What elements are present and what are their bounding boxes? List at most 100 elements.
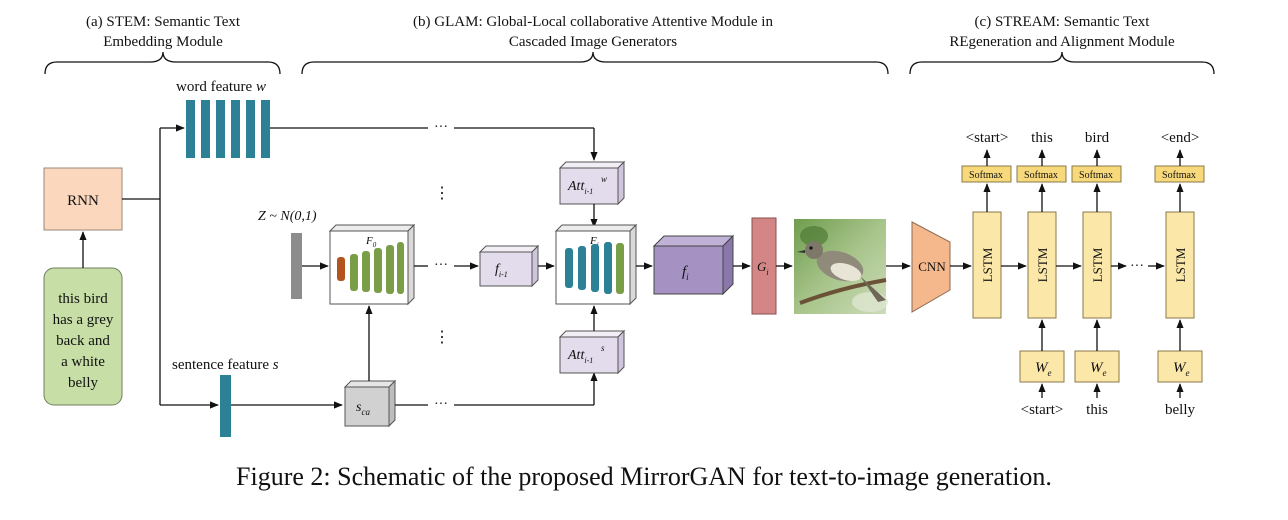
we-box — [1157, 350, 1203, 383]
ellipsis-lstm: ··· — [1130, 259, 1144, 274]
fi-block: Fi — [554, 223, 638, 306]
fi-bar — [578, 246, 586, 290]
rnn-label: RNN — [67, 193, 99, 209]
word-feature-bar — [201, 100, 210, 158]
gi-block: Gi — [751, 217, 777, 315]
word-feature-bar — [216, 100, 225, 158]
input-text-line3: back and — [56, 333, 110, 349]
ellipsis-sca-line: ··· — [434, 397, 448, 412]
softmax-label: Softmax — [969, 170, 1003, 181]
vdots-upper: ⋮ — [434, 185, 450, 202]
we-label: We — [1090, 360, 1107, 378]
word-feature-bar — [186, 100, 195, 158]
lstm-label: LSTM — [980, 247, 995, 282]
cnn-block — [911, 221, 951, 313]
f0-bar — [337, 257, 345, 281]
f0-block: F0 — [328, 223, 416, 306]
sca-block: sca — [343, 379, 397, 428]
header-glam: (b) GLAM: Global-Local collaborative Att… — [301, 14, 889, 75]
lstm-cell — [1165, 211, 1195, 319]
fi-bar — [616, 243, 624, 294]
header-glam-line2: Cascaded Image Generators — [509, 34, 677, 50]
we-box — [1019, 350, 1065, 383]
vdots-lower: ⋮ — [434, 329, 450, 346]
ellipsis-word-line: ··· — [434, 120, 448, 135]
input-text: this bird has a grey back and a white be… — [53, 291, 114, 391]
word-feature-bar — [261, 100, 270, 158]
input-word: <start> — [1021, 402, 1064, 418]
header-stream-line1: (c) STREAM: Semantic Text — [975, 14, 1151, 30]
f0-label: F0 — [365, 235, 377, 249]
we-label: We — [1035, 360, 1052, 378]
lstm-cell — [1027, 211, 1057, 319]
header-stem-line1: (a) STEM: Semantic Text — [86, 14, 241, 30]
lstm-label: LSTM — [1035, 247, 1050, 282]
fim1-label: fi-1 — [495, 262, 508, 279]
header-stem: (a) STEM: Semantic Text Embedding Module — [44, 14, 281, 75]
header-stem-line2: Embedding Module — [103, 34, 223, 50]
header-stream-line2: REgeneration and Alignment Module — [949, 34, 1175, 50]
lstm-label: LSTM — [1090, 247, 1105, 282]
ellipsis-f0-line: ··· — [434, 258, 448, 273]
output-word: bird — [1085, 130, 1110, 146]
header-glam-line1: (b) GLAM: Global-Local collaborative Att… — [413, 14, 773, 30]
input-text-line4: a white — [61, 354, 105, 370]
input-text-line1: this bird — [58, 291, 108, 307]
input-word: belly — [1165, 402, 1195, 418]
softmax-label: Softmax — [1079, 170, 1113, 181]
z-noise-bar — [291, 233, 302, 299]
fi-bar — [565, 248, 573, 288]
we-label: We — [1173, 360, 1190, 378]
fim1-block: fi-1 — [478, 244, 540, 288]
word-feature-bar — [246, 100, 255, 158]
word-feature-label: word feature w — [176, 79, 266, 95]
we-box — [1074, 350, 1120, 383]
f0-bar — [374, 248, 382, 293]
generated-bird-image — [794, 219, 888, 314]
output-word: this — [1031, 130, 1053, 146]
fi-small-block: fi — [652, 234, 735, 296]
output-word: <end> — [1161, 130, 1200, 146]
att-s-sup: s — [601, 343, 605, 353]
softmax-label: Softmax — [1024, 170, 1058, 181]
att-w-label: Atti-1 — [567, 179, 593, 196]
we-boxes: We We We — [1019, 350, 1203, 383]
att-w-block: Atti-1 w — [558, 160, 626, 206]
cnn-label: CNN — [918, 259, 946, 274]
f0-bar — [350, 254, 358, 291]
brace-stream — [909, 51, 1215, 75]
brace-stem — [44, 51, 281, 75]
att-s-label: Atti-1 — [567, 348, 593, 365]
input-word: this — [1086, 402, 1108, 418]
sentence-feature-label: sentence feature s — [172, 357, 279, 373]
input-text-line5: belly — [68, 375, 98, 391]
sentence-feature-bar — [220, 375, 231, 437]
f0-bar — [397, 242, 404, 294]
brace-glam — [301, 51, 889, 75]
fi-small-label: fi — [682, 264, 689, 282]
input-text-line2: has a grey — [53, 312, 114, 328]
gi-label: Gi — [757, 259, 769, 277]
fi-bar — [604, 242, 612, 294]
lstm-cell — [972, 211, 1002, 319]
header-stream: (c) STREAM: Semantic Text REgeneration a… — [909, 14, 1215, 75]
lstm-cells: LSTM LSTM LSTM LSTM — [972, 211, 1195, 319]
fi-bar — [591, 244, 599, 292]
softmax-boxes: Softmax Softmax Softmax Softmax — [961, 165, 1205, 183]
softmax-label: Softmax — [1162, 170, 1196, 181]
z-noise-label: Z ~ N(0,1) — [258, 209, 317, 224]
att-s-block: Atti-1 s — [558, 329, 626, 375]
output-word: <start> — [966, 130, 1009, 146]
f0-bar — [386, 245, 394, 294]
input-words: <start> this belly — [1021, 402, 1196, 418]
rnn-box — [43, 167, 123, 231]
output-words: <start> this bird <end> — [966, 130, 1200, 146]
figure-caption: Figure 2: Schematic of the proposed Mirr… — [236, 462, 1052, 491]
word-feature-bars — [186, 100, 270, 158]
sca-label: sca — [356, 400, 370, 417]
f0-bar — [362, 251, 370, 292]
word-feature-bar — [231, 100, 240, 158]
att-w-sup: w — [601, 174, 607, 184]
lstm-label: LSTM — [1173, 247, 1188, 282]
